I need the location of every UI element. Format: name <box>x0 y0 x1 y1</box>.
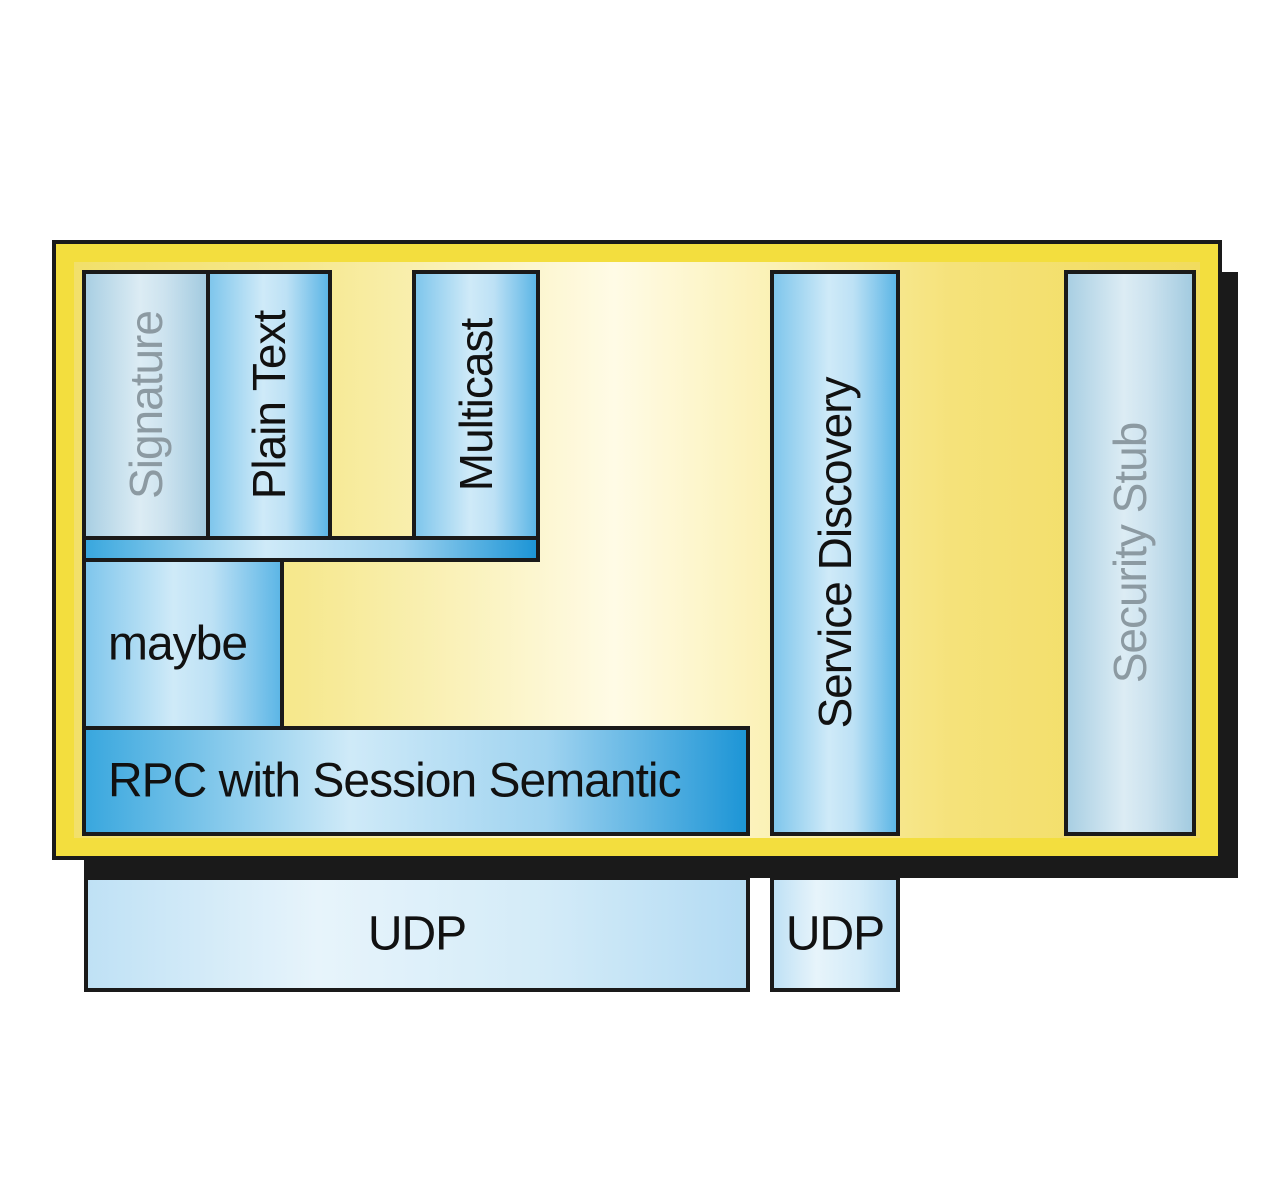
plain-text-block: Plain Text <box>206 270 332 540</box>
udp-left-block: UDP <box>84 876 750 992</box>
udp-right-block: UDP <box>770 876 900 992</box>
rpc-block: RPC with Session Semantic <box>82 726 750 836</box>
rpc-label: RPC with Session Semantic <box>108 754 682 808</box>
udp-right-label: UDP <box>785 907 885 961</box>
maybe-block: maybe <box>82 558 284 730</box>
service-discovery-label: Service Discovery <box>809 377 861 729</box>
maybe-label: maybe <box>108 617 248 671</box>
security-stub-block: Security Stub <box>1064 270 1196 836</box>
udp-left-label: UDP <box>367 907 467 961</box>
multicast-block: Multicast <box>412 270 540 540</box>
service-discovery-block: Service Discovery <box>770 270 900 836</box>
plain-text-label: Plain Text <box>243 310 295 500</box>
security-stub-label: Security Stub <box>1104 422 1156 684</box>
multicast-label: Multicast <box>450 318 502 492</box>
frame-shadow-bottom <box>84 860 1238 878</box>
signature-label: Signature <box>120 311 172 499</box>
frame-shadow-right <box>1222 272 1238 878</box>
signature-block: Signature <box>82 270 210 540</box>
